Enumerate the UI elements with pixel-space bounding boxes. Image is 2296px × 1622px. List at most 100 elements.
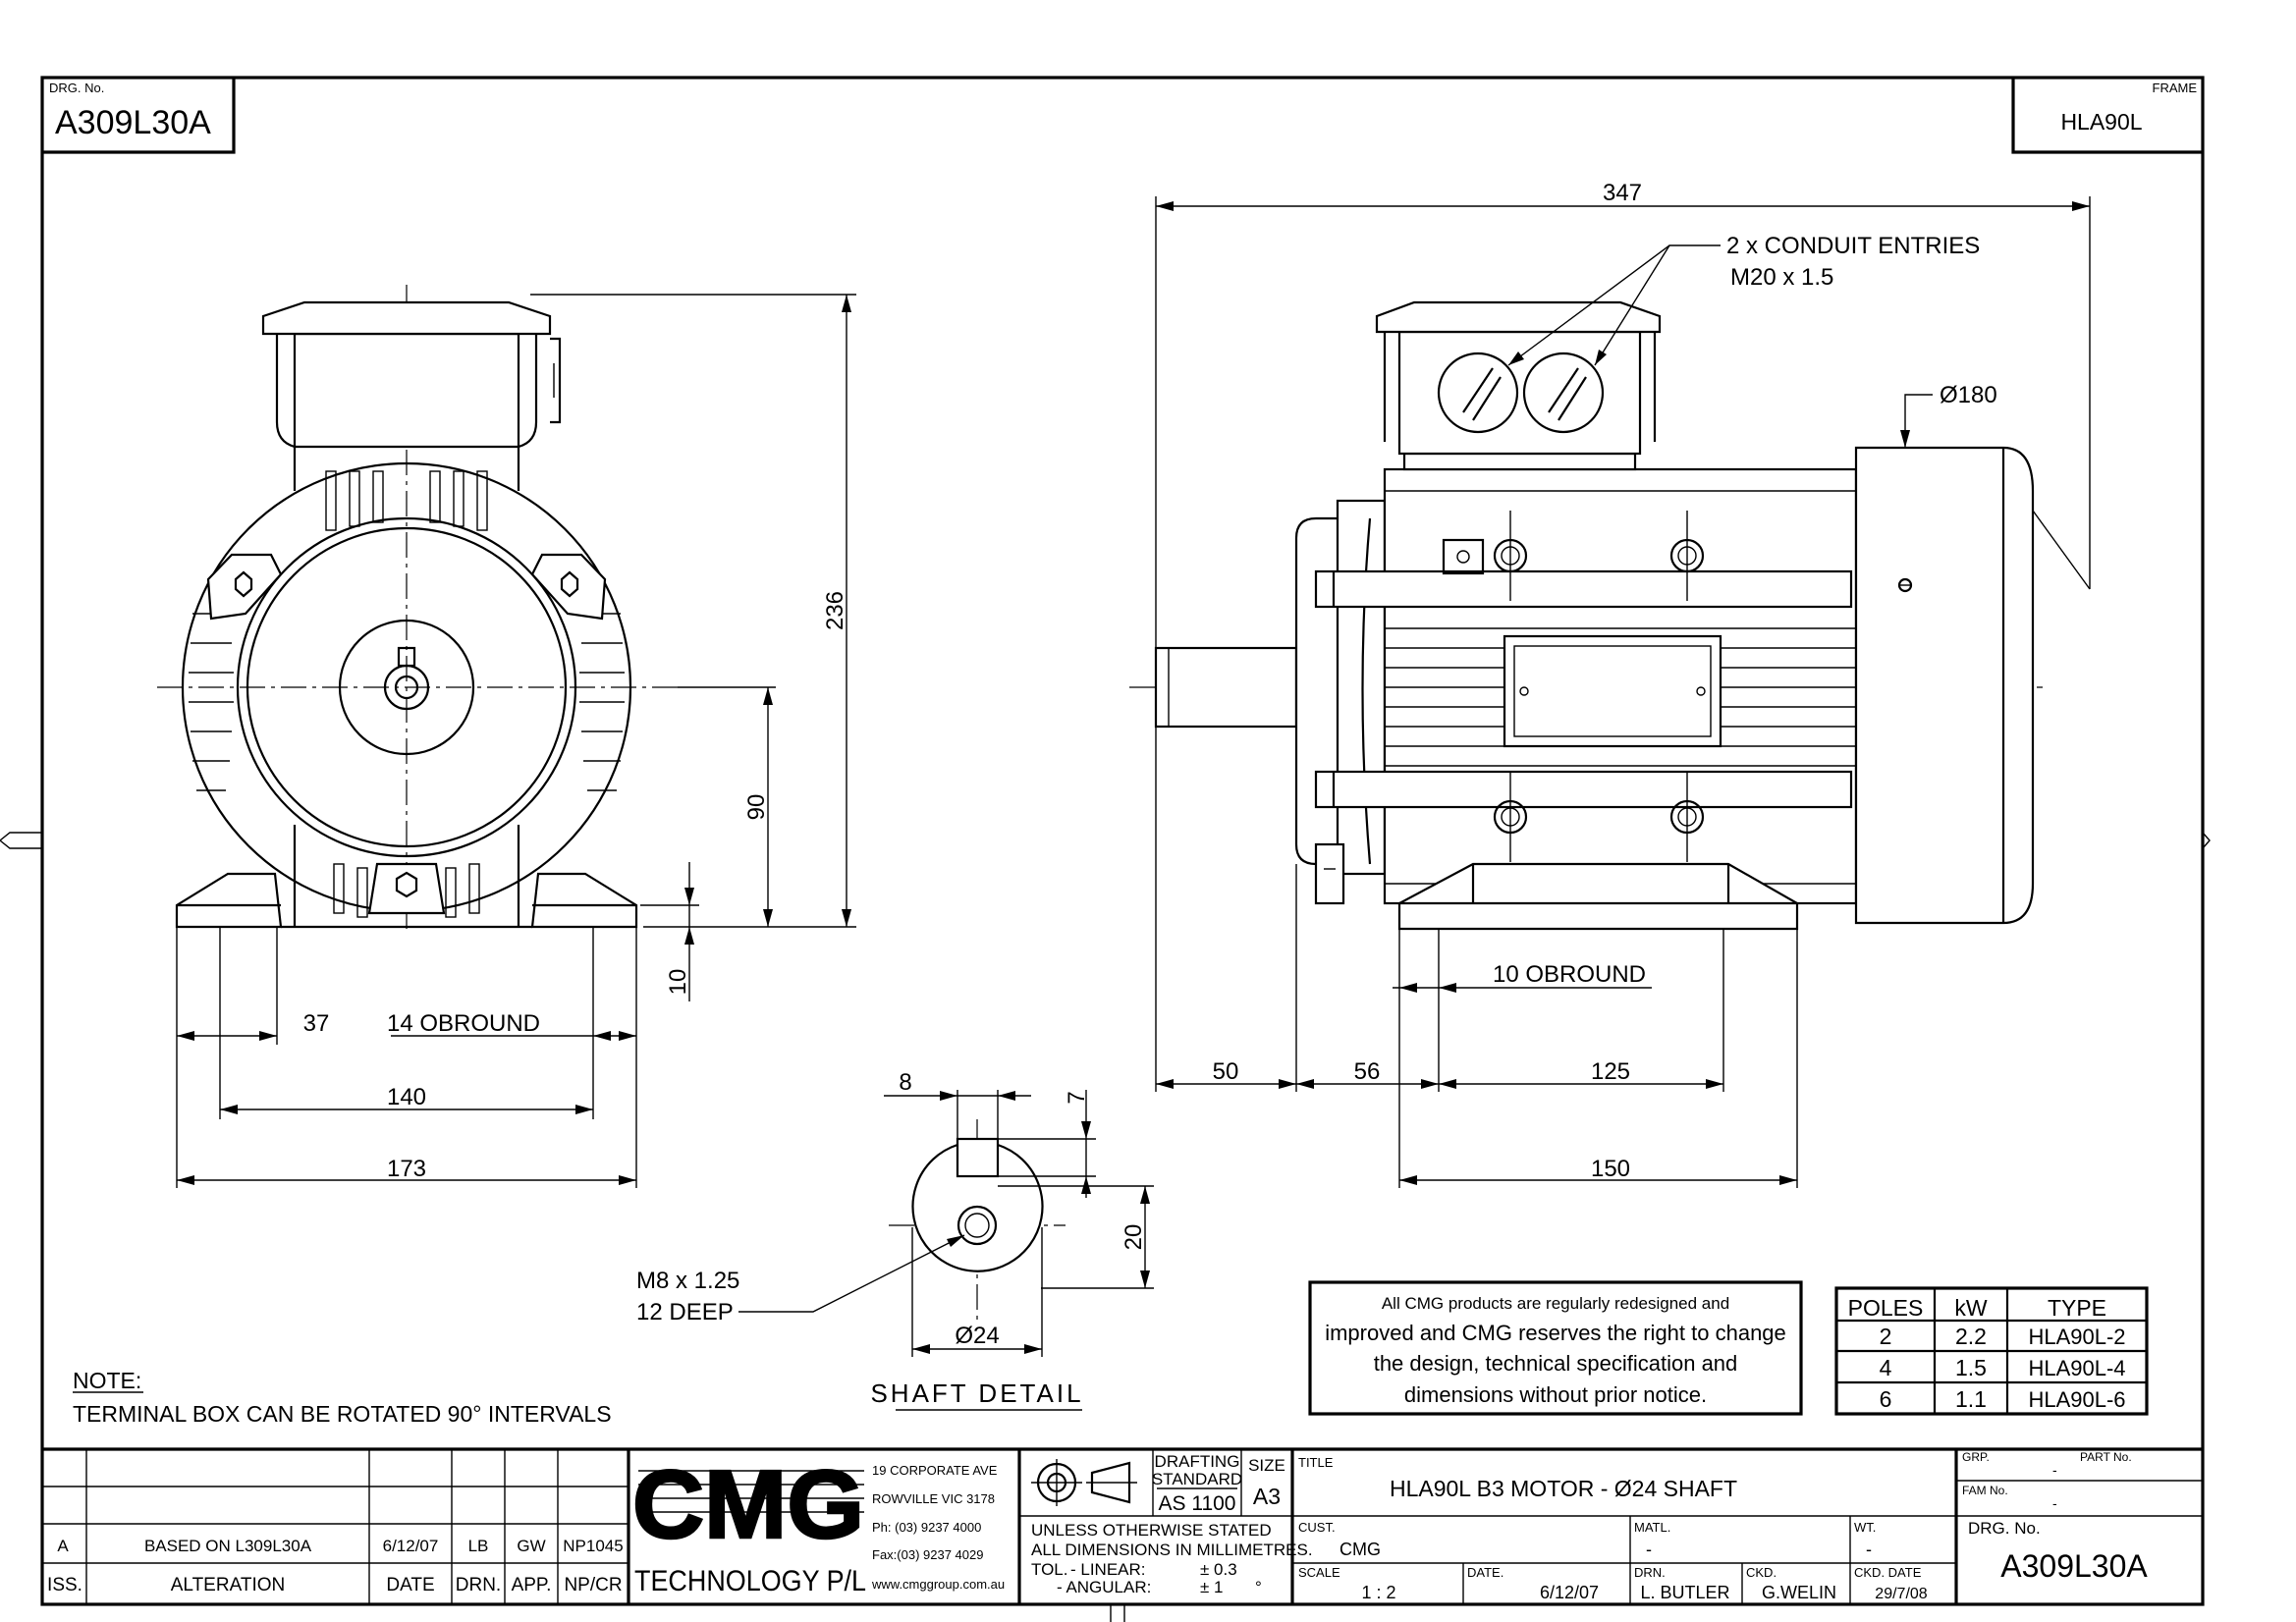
note-text: TERMINAL BOX CAN BE ROTATED 90° INTERVAL…: [73, 1401, 612, 1427]
note-heading: NOTE:: [73, 1368, 141, 1393]
disclaimer-line-3: the design, technical specification and: [1374, 1351, 1738, 1376]
frame-box: FRAME HLA90L: [2011, 78, 2203, 154]
size-value: A3: [1253, 1484, 1281, 1509]
end-view-dimensions: 236 90 10 37 14 OBROUND 140: [176, 294, 856, 1188]
grp-value: -: [2052, 1462, 2057, 1478]
svg-text:BASED ON L309L30A: BASED ON L309L30A: [144, 1537, 312, 1555]
dim-shoulder-to-foot: 56: [1354, 1058, 1381, 1085]
company-fax: Fax:(03) 9237 4029: [872, 1547, 983, 1562]
revision-table: A BASED ON L309L30A 6/12/07 LB GW NP1045…: [42, 1449, 630, 1604]
disclaimer-box: All CMG products are regularly redesigne…: [1308, 1280, 1803, 1416]
standard-block: DRAFTING STANDARD AS 1100 SIZE A3 UNLESS…: [1019, 1449, 1313, 1604]
svg-text:2: 2: [1880, 1324, 1892, 1349]
ckd-label: CKD.: [1746, 1565, 1777, 1580]
poles-table: POLES kW TYPE 2 2.2 HLA90L-2 4 1.5 HLA90…: [1834, 1286, 2149, 1416]
svg-text:HLA90L-6: HLA90L-6: [2028, 1387, 2125, 1412]
title-block: A BASED ON L309L30A 6/12/07 LB GW NP1045…: [42, 1447, 2203, 1604]
ckd-value: G.WELIN: [1762, 1583, 1836, 1602]
side-view-dimensions: 347 2 x CONDUIT ENTRIES M20 x 1.5 Ø180 1…: [1155, 180, 2091, 1188]
centering-mark-left: [0, 832, 42, 849]
dim-overall-length: 347: [1603, 180, 1642, 206]
centering-mark-right: [2202, 832, 2211, 849]
rev-header-app: APP.: [512, 1575, 552, 1595]
standard-label-2: STANDARD: [1152, 1470, 1242, 1488]
dim-foot-centers-width: 140: [387, 1084, 426, 1110]
company-address-1: 19 CORPORATE AVE: [872, 1463, 998, 1478]
tol-angular-value: ± 1: [1200, 1578, 1224, 1596]
company-phone: Ph: (03) 9237 4000: [872, 1520, 981, 1535]
end-view: [157, 285, 678, 933]
svg-text:2.2: 2.2: [1955, 1324, 1987, 1349]
dim-conduit-line1: 2 x CONDUIT ENTRIES: [1726, 233, 1980, 259]
matl-label: MATL.: [1634, 1520, 1670, 1535]
fam-label: FAM No.: [1962, 1484, 2008, 1497]
matl-value: -: [1646, 1540, 1652, 1559]
drg-label: DRG. No.: [1968, 1519, 2041, 1538]
tol-linear-label: - LINEAR:: [1070, 1560, 1146, 1579]
wt-label: WT.: [1854, 1520, 1876, 1535]
scale-value: 1 : 2: [1361, 1583, 1395, 1602]
tol-angular-label: - ANGULAR:: [1057, 1578, 1151, 1596]
date-label: DATE.: [1467, 1565, 1503, 1580]
svg-text:HLA90L-2: HLA90L-2: [2028, 1325, 2125, 1349]
tol-angular-unit: °: [1255, 1578, 1262, 1596]
title-grid: TITLE HLA90L B3 MOTOR - Ø24 SHAFT CUST. …: [1292, 1449, 1958, 1604]
wt-value: -: [1866, 1540, 1872, 1559]
drn-label: DRN.: [1634, 1565, 1666, 1580]
company-block: CMG TECHNOLOGY P/L 19 CORPORATE AVE ROWV…: [631, 1449, 1021, 1604]
tol-label: TOL.: [1031, 1560, 1067, 1579]
svg-text:A: A: [57, 1537, 69, 1555]
rev-header-iss: ISS.: [47, 1575, 82, 1595]
standard-value: AS 1100: [1158, 1492, 1235, 1515]
shaft-detail-caption: SHAFT DETAIL: [870, 1379, 1083, 1408]
cust-value: CMG: [1339, 1540, 1381, 1559]
end-view-fins-right: [579, 613, 625, 791]
end-view-fins-left: [189, 613, 234, 791]
company-logo: CMG: [632, 1450, 864, 1558]
drawing-number: A309L30A: [55, 104, 211, 141]
table-row: A BASED ON L309L30A 6/12/07 LB GW NP1045: [57, 1537, 623, 1555]
tol-line-1: UNLESS OTHERWISE STATED: [1031, 1521, 1272, 1540]
projection-symbol-icon: [1031, 1459, 1137, 1506]
title-value: HLA90L B3 MOTOR - Ø24 SHAFT: [1390, 1476, 1737, 1501]
dim-shaft-length: 50: [1213, 1058, 1239, 1085]
svg-text:GW: GW: [517, 1537, 545, 1555]
note: NOTE: TERMINAL BOX CAN BE ROTATED 90° IN…: [73, 1368, 612, 1427]
end-view-fins-bottom: [333, 863, 480, 918]
conduit-entries: [1437, 351, 1605, 434]
part-label: PART No.: [2080, 1450, 2132, 1464]
svg-text:LB: LB: [468, 1537, 489, 1555]
disclaimer-line-1: All CMG products are regularly redesigne…: [1382, 1294, 1729, 1313]
svg-text:1.5: 1.5: [1955, 1355, 1987, 1380]
dim-conduit-line2: M20 x 1.5: [1730, 264, 1833, 291]
dim-foot-length: 150: [1591, 1156, 1630, 1182]
svg-text:NP1045: NP1045: [563, 1537, 623, 1555]
drg-value: A309L30A: [2000, 1548, 2148, 1584]
dim-foot-slot-width: 37: [303, 1010, 330, 1037]
dim-side-foot-slot: 10 OBROUND: [1493, 961, 1646, 988]
tol-line-2: ALL DIMENSIONS IN MILLIMETRES.: [1031, 1541, 1313, 1559]
dim-foot-slot: 14 OBROUND: [387, 1010, 540, 1037]
dim-shaft-diameter: Ø24: [955, 1323, 999, 1349]
dim-overall-width: 173: [387, 1156, 426, 1182]
drn-value: L. BUTLER: [1640, 1583, 1729, 1602]
rev-header-drn: DRN.: [456, 1575, 501, 1595]
dim-thread-line2: 12 DEEP: [636, 1299, 734, 1325]
dim-key-depth: 7: [1064, 1091, 1090, 1104]
svg-text:HLA90L-4: HLA90L-4: [2028, 1356, 2125, 1380]
date-value: 6/12/07: [1540, 1583, 1599, 1602]
dim-frame-diameter: Ø180: [1940, 382, 1997, 408]
dim-foot-centers-length: 125: [1591, 1058, 1630, 1085]
size-label: SIZE: [1248, 1456, 1285, 1475]
dim-foot-thickness: 10: [665, 969, 691, 996]
sheet-border: [40, 76, 2205, 1606]
dim-end-height: 236: [822, 591, 848, 630]
table-row: 6 1.1 HLA90L-6: [1880, 1386, 2126, 1412]
frame-label: FRAME: [2153, 81, 2198, 95]
scale-label: SCALE: [1298, 1565, 1340, 1580]
table-row: 4 1.5 HLA90L-4: [1880, 1355, 2126, 1380]
table-row: 2 2.2 HLA90L-2: [1880, 1324, 2126, 1349]
disclaimer-line-4: dimensions without prior notice.: [1404, 1382, 1707, 1407]
dim-shaft-height: 90: [743, 794, 770, 821]
